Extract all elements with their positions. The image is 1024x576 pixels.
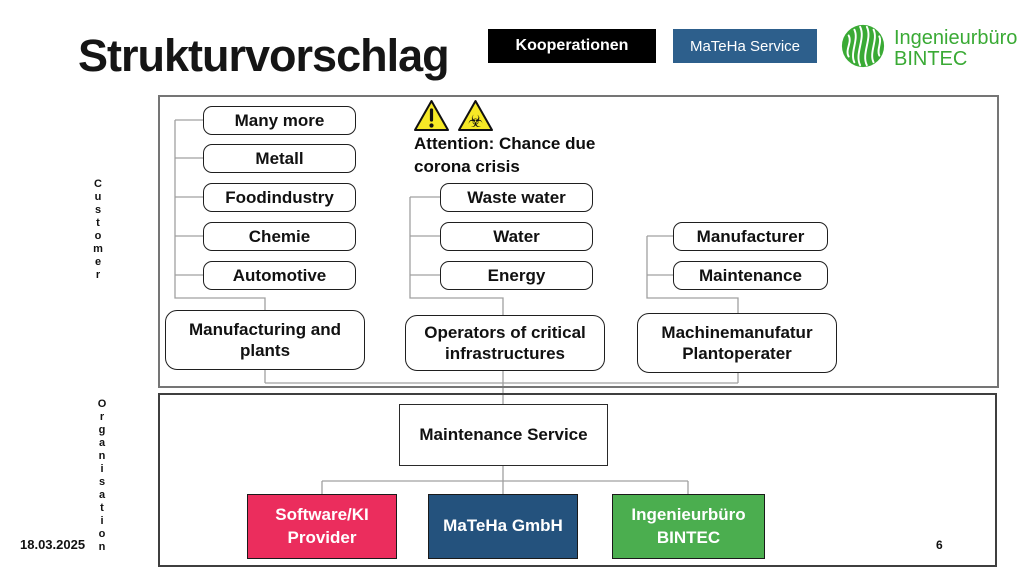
page-number: 6 <box>936 538 943 552</box>
box-energy: Energy <box>440 261 593 290</box>
mateha-service-badge: MaTeHa Service <box>673 29 817 63</box>
organisation-side-label: Organisation <box>96 398 108 554</box>
box-manufacturer: Manufacturer <box>673 222 828 251</box>
bintec-logo-line1: Ingenieurbüro <box>894 26 1018 49</box>
box-software-ki-provider: Software/KI Provider <box>247 494 397 559</box>
slide-date: 18.03.2025 <box>20 537 86 552</box>
customer-side-label: Customer <box>92 178 104 282</box>
customer-section-frame <box>158 95 999 388</box>
box-maintenance-service: Maintenance Service <box>399 404 608 466</box>
attention-note: Attention: Chance due corona crisis <box>414 134 596 176</box>
warning-triangle-icon <box>413 99 450 138</box>
warning-icons: ☣ <box>413 99 494 138</box>
box-manufacturing-and-plants: Manufacturing and plants <box>165 310 365 370</box>
box-foodindustry: Foodindustry <box>203 183 356 212</box>
bintec-logo: Ingenieurbüro BINTEC <box>840 23 1017 74</box>
kooperationen-badge-label: Kooperationen <box>515 37 629 54</box>
biohazard-icon: ☣ <box>457 99 494 138</box>
bintec-logo-text: Ingenieurbüro BINTEC <box>894 26 1018 70</box>
box-many-more: Many more <box>203 106 356 135</box>
kooperationen-badge: Kooperationen <box>488 29 656 63</box>
bintec-logo-line2: BINTEC <box>894 47 968 70</box>
mateha-service-badge-label: MaTeHa Service <box>689 37 801 55</box>
box-metall: Metall <box>203 144 356 173</box>
mateha-gmbh-label: MaTeHa GmbH <box>443 516 563 536</box>
wave-globe-icon <box>840 23 886 74</box>
box-waste-water: Waste water <box>440 183 593 212</box>
box-chemie: Chemie <box>203 222 356 251</box>
box-automotive: Automotive <box>203 261 356 290</box>
ingenieurbuero-bintec-label: Ingenieurbüro BINTEC <box>631 505 746 547</box>
box-maintenance: Maintenance <box>673 261 828 290</box>
page-title: Strukturvorschlag <box>78 30 450 81</box>
software-ki-provider-label: Software/KI Provider <box>275 505 369 547</box>
box-water: Water <box>440 222 593 251</box>
organisation-section-frame <box>158 393 997 567</box>
box-ingenieurbuero-bintec: Ingenieurbüro BINTEC <box>612 494 765 559</box>
svg-text:☣: ☣ <box>468 112 483 132</box>
box-operators-critical-infrastructures: Operators of critical infrastructures <box>405 315 605 371</box>
box-machinemanufatur-plantoperater: Machinemanufatur Plantoperater <box>637 313 837 373</box>
box-mateha-gmbh: MaTeHa GmbH <box>428 494 578 559</box>
